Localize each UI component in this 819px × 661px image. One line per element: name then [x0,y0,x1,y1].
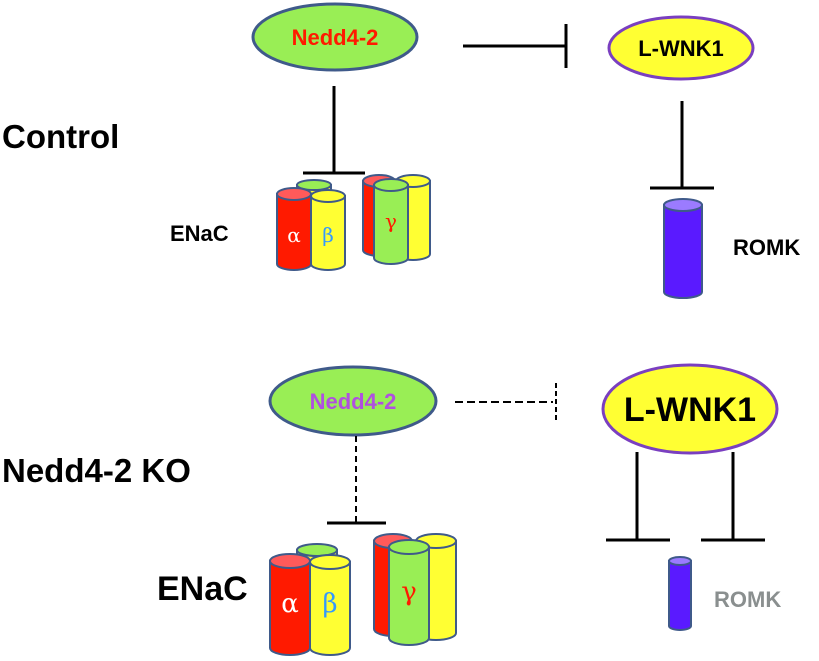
control-panel: Control Nedd4-2 L-WNK1 ENaC [2,2,800,299]
enac-channel-control [276,174,431,271]
nedd42-node-ko [268,365,438,437]
gamma-subunit-label-control: γ [385,209,397,233]
lwnk1-label-ko: L-WNK1 [624,391,756,429]
row-label-ko: Nedd4-2 KO [2,452,191,489]
lwnk1-node-control [607,15,755,81]
nedd42-label-control: Nedd4-2 [292,25,379,50]
nedd42-label-ko: Nedd4-2 [310,389,397,414]
nedd42-node-control [251,2,419,72]
beta-subunit-label-ko: β [322,589,337,619]
alpha-subunit-label-ko: α [281,589,299,619]
beta-subunit-label-control: β [322,223,334,247]
romk-channel-control [663,198,703,299]
enac-label-control: ENaC [170,221,229,246]
romk-label-control: ROMK [733,235,800,260]
alpha-subunit-label-control: α [287,223,301,247]
romk-channel-ko [668,556,692,631]
romk-label-ko: ROMK [714,587,781,612]
row-label-control: Control [2,118,119,155]
gamma-subunit-label-ko: γ [401,577,417,607]
enac-channel-ko [269,533,457,656]
enac-label-ko: ENaC [157,570,248,608]
lwnk1-label-control: L-WNK1 [638,36,724,61]
ko-panel: Nedd4-2 KO Nedd4-2 L-WNK1 ENaC [2,363,781,656]
lwnk1-node-ko [601,363,779,455]
